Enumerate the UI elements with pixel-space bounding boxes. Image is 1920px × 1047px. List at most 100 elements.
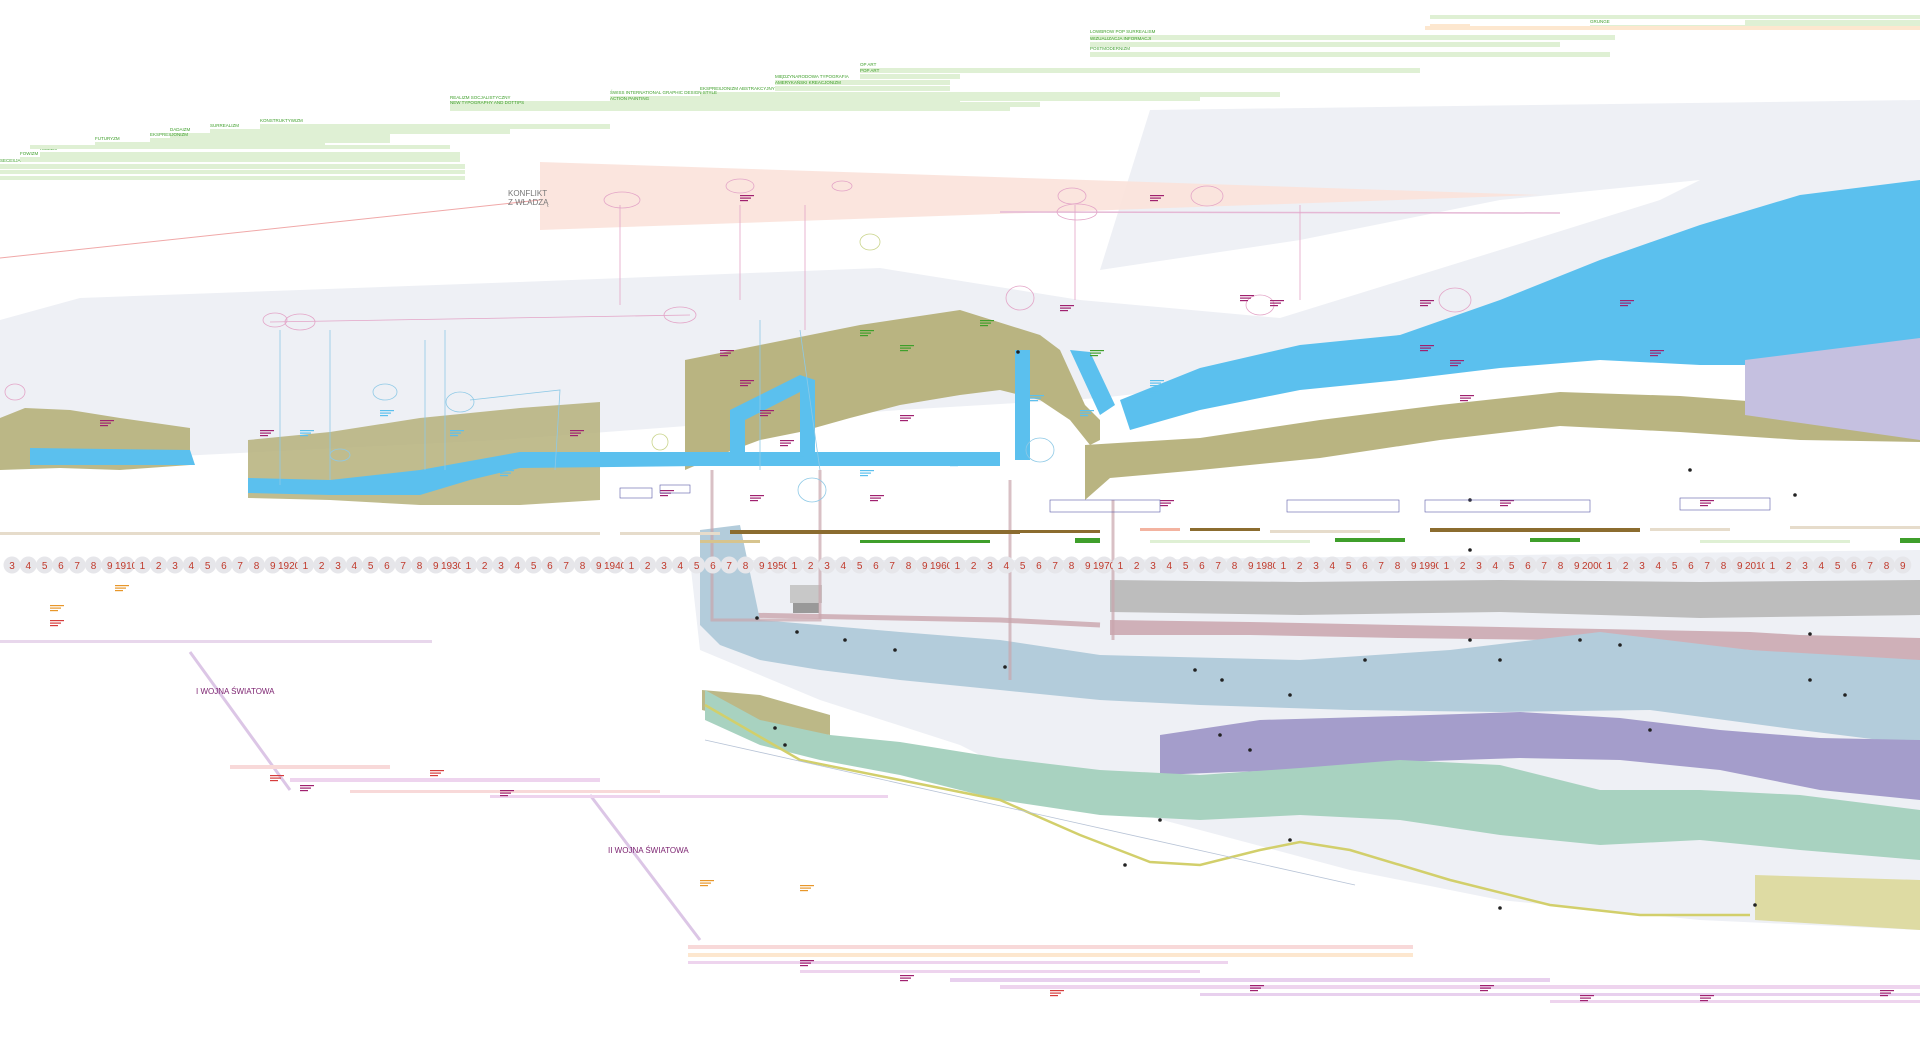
year-label: 6 (1362, 561, 1368, 572)
stream-olive-middle (248, 402, 600, 505)
movement-bar (1090, 35, 1615, 40)
year-label: 2 (1460, 561, 1466, 572)
year-label: 8 (906, 561, 912, 572)
annotation-mark (900, 350, 908, 352)
movement-label: POSTMODERNIZM (1090, 46, 1130, 51)
annotation-mark (1145, 395, 1153, 397)
year-label: 2 (1297, 561, 1303, 572)
annotation-mark (1480, 987, 1491, 989)
year-label: 2 (1786, 561, 1792, 572)
annotation-mark (1030, 397, 1041, 399)
annotation-mark (50, 607, 61, 609)
year-label: 4 (189, 561, 195, 572)
movement-label: FOWIZM (20, 151, 38, 156)
annotation-mark (270, 777, 281, 779)
year-label: 1 (466, 561, 472, 572)
stream-sky-left (30, 448, 195, 465)
event-dot (1808, 678, 1812, 682)
year-circle (1356, 556, 1374, 574)
year-circle (508, 556, 526, 574)
annotation-mark (760, 412, 771, 414)
annotation-mark (260, 432, 271, 434)
conflict-line (0, 199, 541, 259)
label-box (1049, 499, 1161, 513)
year-label: 9 (1248, 561, 1254, 572)
annotation-mark (980, 320, 994, 322)
year-circle (182, 556, 200, 574)
year-circle (378, 556, 396, 574)
year-circle (296, 556, 314, 574)
year-circle (362, 556, 380, 574)
event-dot (1578, 638, 1582, 642)
year-circle (1193, 556, 1211, 574)
annotation-mark (1150, 382, 1161, 384)
year-circle (345, 556, 363, 574)
annotation-mark (500, 795, 508, 797)
annotation-mark (900, 417, 911, 419)
annotation-mark (100, 422, 111, 424)
year-circle (19, 556, 37, 574)
year-circle (1063, 556, 1080, 574)
year-circle (802, 556, 820, 574)
annotation-mark (1270, 305, 1278, 307)
year-label: 2 (1623, 561, 1629, 572)
year-label: 4 (841, 561, 847, 572)
event-dot (1648, 728, 1652, 732)
annotation-mark (1700, 500, 1714, 502)
event-dot (893, 648, 897, 652)
annotation-mark (115, 590, 123, 592)
annotation-mark (1150, 195, 1164, 197)
year-circle (541, 556, 559, 574)
year-label: 3 (824, 561, 830, 572)
movement-bar (150, 138, 390, 143)
annotation-mark (1880, 992, 1891, 994)
year-label: 1910 (115, 561, 138, 572)
annotation-mark (740, 380, 754, 382)
event-dot (1468, 638, 1472, 642)
annotation-mark (1700, 502, 1711, 504)
year-label: 6 (58, 561, 64, 572)
stream-sky-branch (1070, 350, 1115, 415)
year-label: 6 (873, 561, 879, 572)
annotation-mark (50, 622, 61, 624)
annotation-mark (450, 435, 458, 437)
year-circle (1763, 556, 1781, 574)
annotation-mark (1700, 995, 1714, 997)
year-label: 9 (922, 561, 928, 572)
year-label: 2 (971, 561, 977, 572)
stream-lavender-right (1745, 338, 1920, 440)
year-label: 6 (221, 561, 227, 572)
event-dot (1808, 632, 1812, 636)
year-circle (948, 556, 966, 574)
stream-olive-main (685, 310, 1100, 470)
annotation-mark (740, 197, 751, 199)
stream-violet (1160, 712, 1920, 800)
gray-band-upper (0, 110, 1920, 470)
year-label: 5 (1183, 561, 1189, 572)
rose-vertical-1 (710, 470, 822, 622)
year-circle (753, 556, 771, 574)
year-circle (965, 556, 983, 574)
gray-band-top-right (1100, 100, 1920, 270)
annotation-mark (50, 620, 64, 622)
annotation-mark (100, 420, 114, 422)
year-label: 4 (1004, 561, 1010, 572)
year-circle (150, 556, 168, 574)
year-circle (1829, 556, 1847, 574)
movement-bar (1745, 20, 1920, 25)
year-label: 1980 (1256, 561, 1279, 572)
event-ellipse (1005, 285, 1035, 311)
movement-bar (860, 74, 960, 79)
annotation-mark (1090, 350, 1104, 352)
event-ellipse (725, 178, 755, 194)
annotation-mark (1050, 990, 1064, 992)
annotation-mark (300, 785, 314, 787)
movement-bar (860, 68, 1420, 73)
year-label: 8 (580, 561, 586, 572)
year-label: 9 (1737, 561, 1743, 572)
movement-label: ACTION PAINTING (610, 96, 650, 101)
event-ellipse (1190, 185, 1224, 207)
thin-diagonal (704, 739, 1356, 886)
annotation-mark (1250, 990, 1258, 992)
